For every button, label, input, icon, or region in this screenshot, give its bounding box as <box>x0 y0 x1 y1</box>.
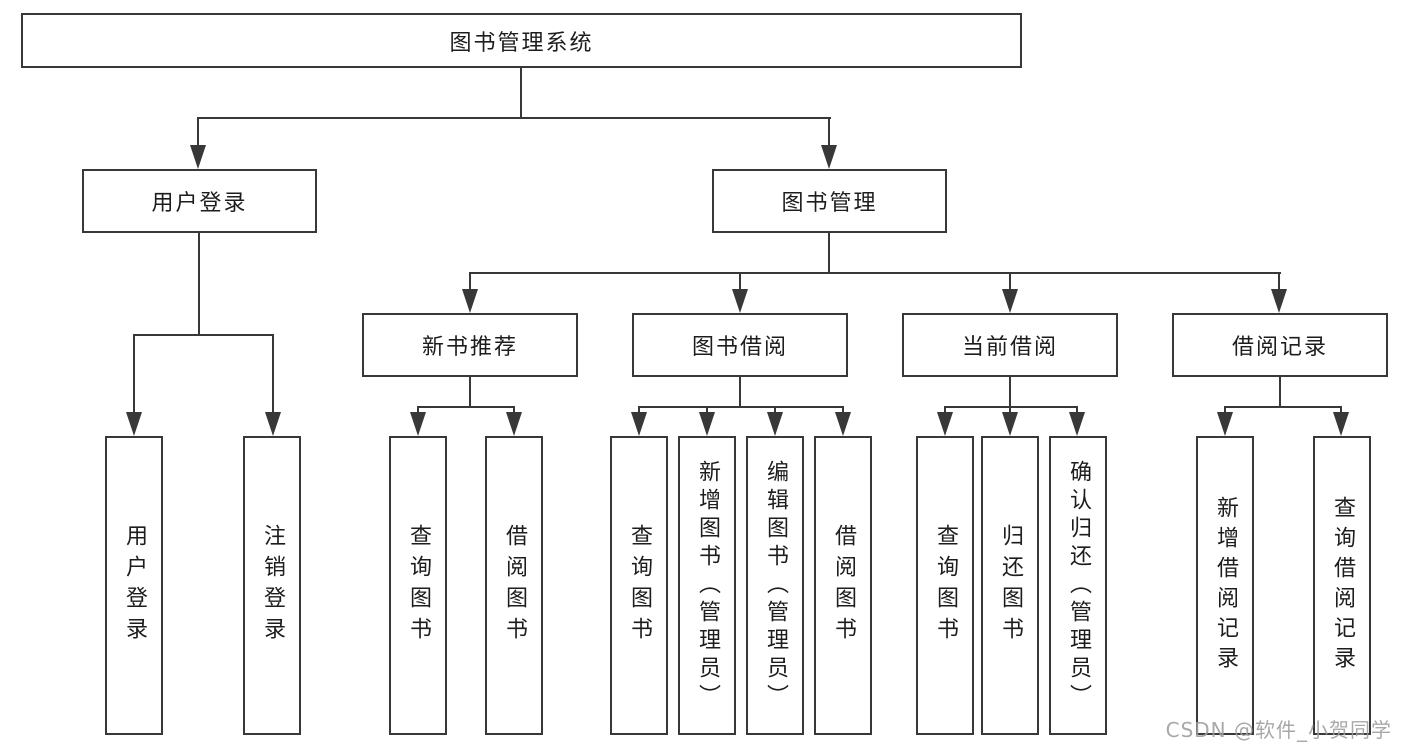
node-borrow-record-label: 借阅记录 <box>1231 335 1328 360</box>
leaf-return-book-label: 归还图书 <box>998 523 1023 648</box>
connector-leaf-shaft <box>842 406 844 416</box>
connector-userlogin-drop <box>198 233 200 335</box>
connector-root-drop <box>520 68 522 119</box>
connector-group-drop <box>1279 377 1281 407</box>
connector-level3-shaft <box>469 272 471 292</box>
leaf-recommend-query-book: 查询图书 <box>389 436 447 735</box>
node-user-login: 用户登录 <box>82 169 317 233</box>
leaf-logout-label: 注销登录 <box>260 523 285 648</box>
node-current-borrow: 当前借阅 <box>902 313 1118 377</box>
arrowhead-icon <box>631 412 647 436</box>
leaf-add-book-admin-label: 新增图书（管理员） <box>695 459 720 712</box>
connector-leaf-shaft <box>1009 406 1011 416</box>
leaf-edit-book-admin: 编辑图书（管理员） <box>746 436 804 735</box>
node-book-management-label: 图书管理 <box>781 191 878 216</box>
arrowhead-icon <box>1002 412 1018 436</box>
connector-group-hsplit <box>944 406 1078 408</box>
connector-leaf-shaft <box>1224 406 1226 416</box>
connector-leaf-shaft <box>1076 406 1078 416</box>
leaf-recommend-borrow-book-label: 借阅图书 <box>502 523 527 648</box>
connector-leaf-shaft <box>774 406 776 416</box>
leaf-confirm-return-admin-label: 确认归还（管理员） <box>1066 459 1091 712</box>
connector-group-drop <box>739 377 741 407</box>
leaf-confirm-return-admin: 确认归还（管理员） <box>1049 436 1107 735</box>
leaf-current-query-book-label: 查询图书 <box>933 523 958 648</box>
csdn-watermark: CSDN @软件_小贺同学 <box>1165 718 1392 742</box>
arrowhead-icon <box>410 412 426 436</box>
connector-bookmgmt-drop <box>828 233 830 273</box>
leaf-borrow-query-book-label: 查询图书 <box>627 523 652 648</box>
arrowhead-icon <box>821 145 837 169</box>
arrowhead-icon <box>937 412 953 436</box>
connector-group-drop <box>469 377 471 407</box>
arrowhead-icon <box>767 412 783 436</box>
leaf-add-borrow-record: 新增借阅记录 <box>1196 436 1254 735</box>
arrowhead-icon <box>835 412 851 436</box>
arrowhead-icon <box>506 412 522 436</box>
node-user-login-label: 用户登录 <box>151 191 248 216</box>
connector-leaf-shaft <box>272 334 274 416</box>
leaf-return-book: 归还图书 <box>981 436 1039 735</box>
leaf-user-login-label: 用户登录 <box>122 523 147 648</box>
node-new-book-recommend-label: 新书推荐 <box>421 335 518 360</box>
leaf-borrow-query-book: 查询图书 <box>610 436 668 735</box>
arrowhead-icon <box>1002 289 1018 313</box>
leaf-recommend-borrow-book: 借阅图书 <box>485 436 543 735</box>
leaf-edit-book-admin-label: 编辑图书（管理员） <box>763 459 788 712</box>
leaf-add-borrow-record-label: 新增借阅记录 <box>1213 495 1238 676</box>
connector-leaf-shaft <box>1340 406 1342 416</box>
arrowhead-icon <box>1333 412 1349 436</box>
node-root-label: 图书管理系统 <box>449 30 594 56</box>
arrowhead-icon <box>462 289 478 313</box>
arrowhead-icon <box>265 412 281 436</box>
connector-group-drop <box>1009 377 1011 407</box>
arrowhead-icon <box>126 412 142 436</box>
arrowhead-icon <box>1069 412 1085 436</box>
connector-leaf-shaft <box>944 406 946 416</box>
leaf-borrow-book: 借阅图书 <box>814 436 872 735</box>
connector-group-hsplit <box>638 406 844 408</box>
node-borrow-record: 借阅记录 <box>1172 313 1388 377</box>
connector-level3-shaft <box>1009 272 1011 292</box>
connector-group-hsplit <box>1224 406 1342 408</box>
node-current-borrow-label: 当前借阅 <box>961 335 1058 360</box>
connector-userlogin-shaft <box>197 117 199 150</box>
connector-group-hsplit <box>417 406 514 408</box>
leaf-recommend-query-book-label: 查询图书 <box>406 523 431 648</box>
connector-leaf-shaft <box>513 406 515 416</box>
connector-root-hsplit <box>197 117 831 119</box>
node-book-management: 图书管理 <box>712 169 947 233</box>
node-root-system: 图书管理系统 <box>21 13 1022 68</box>
node-book-borrow-label: 图书借阅 <box>691 335 788 360</box>
leaf-add-book-admin: 新增图书（管理员） <box>678 436 736 735</box>
leaf-borrow-book-label: 借阅图书 <box>831 523 856 648</box>
node-book-borrow: 图书借阅 <box>632 313 848 377</box>
connector-level3-shaft <box>1278 272 1280 292</box>
connector-level3-shaft <box>739 272 741 292</box>
connector-leaf-shaft <box>417 406 419 416</box>
arrowhead-icon <box>190 145 206 169</box>
leaf-query-borrow-record: 查询借阅记录 <box>1313 436 1371 735</box>
arrowhead-icon <box>1217 412 1233 436</box>
node-new-book-recommend: 新书推荐 <box>362 313 578 377</box>
connector-leaf-shaft <box>638 406 640 416</box>
connector-leaf-shaft <box>706 406 708 416</box>
arrowhead-icon <box>699 412 715 436</box>
connector-userlogin-hsplit <box>133 334 274 336</box>
leaf-current-query-book: 查询图书 <box>916 436 974 735</box>
arrowhead-icon <box>732 289 748 313</box>
leaf-query-borrow-record-label: 查询借阅记录 <box>1330 495 1355 676</box>
connector-bookmgmt-hsplit <box>469 272 1281 274</box>
connector-bookmgmt-shaft <box>828 117 830 150</box>
connector-leaf-shaft <box>133 334 135 416</box>
leaf-logout: 注销登录 <box>243 436 301 735</box>
arrowhead-icon <box>1271 289 1287 313</box>
leaf-user-login: 用户登录 <box>105 436 163 735</box>
